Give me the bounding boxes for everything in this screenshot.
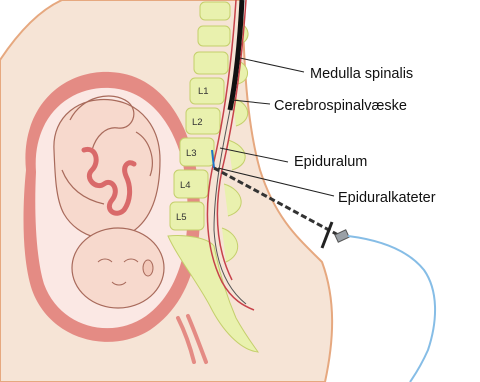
leader-medulla xyxy=(240,58,304,72)
catheter-connector xyxy=(335,230,349,242)
vertebra-body xyxy=(200,2,230,20)
vertebra-label-l1: L1 xyxy=(198,86,209,97)
fetus-torso xyxy=(54,99,160,238)
vertebra-label-l5: L5 xyxy=(176,212,187,223)
vertebra-label-l3: L3 xyxy=(186,148,197,159)
catheter-tubing xyxy=(348,236,435,382)
catheter-hub xyxy=(322,222,332,248)
vertebra-label-l2: L2 xyxy=(192,117,203,128)
vertebra-label-l4: L4 xyxy=(180,180,191,191)
vertebra-body xyxy=(198,26,230,46)
label-epiduralkateter: Epiduralkateter xyxy=(338,190,436,206)
label-epiduralum: Epiduralum xyxy=(294,154,367,170)
vertebra-body xyxy=(194,52,228,74)
label-cerebrospinalvaeske: Cerebrospinalvæske xyxy=(274,98,407,114)
label-medulla-spinalis: Medulla spinalis xyxy=(310,66,413,82)
fetus-ear xyxy=(143,260,153,276)
